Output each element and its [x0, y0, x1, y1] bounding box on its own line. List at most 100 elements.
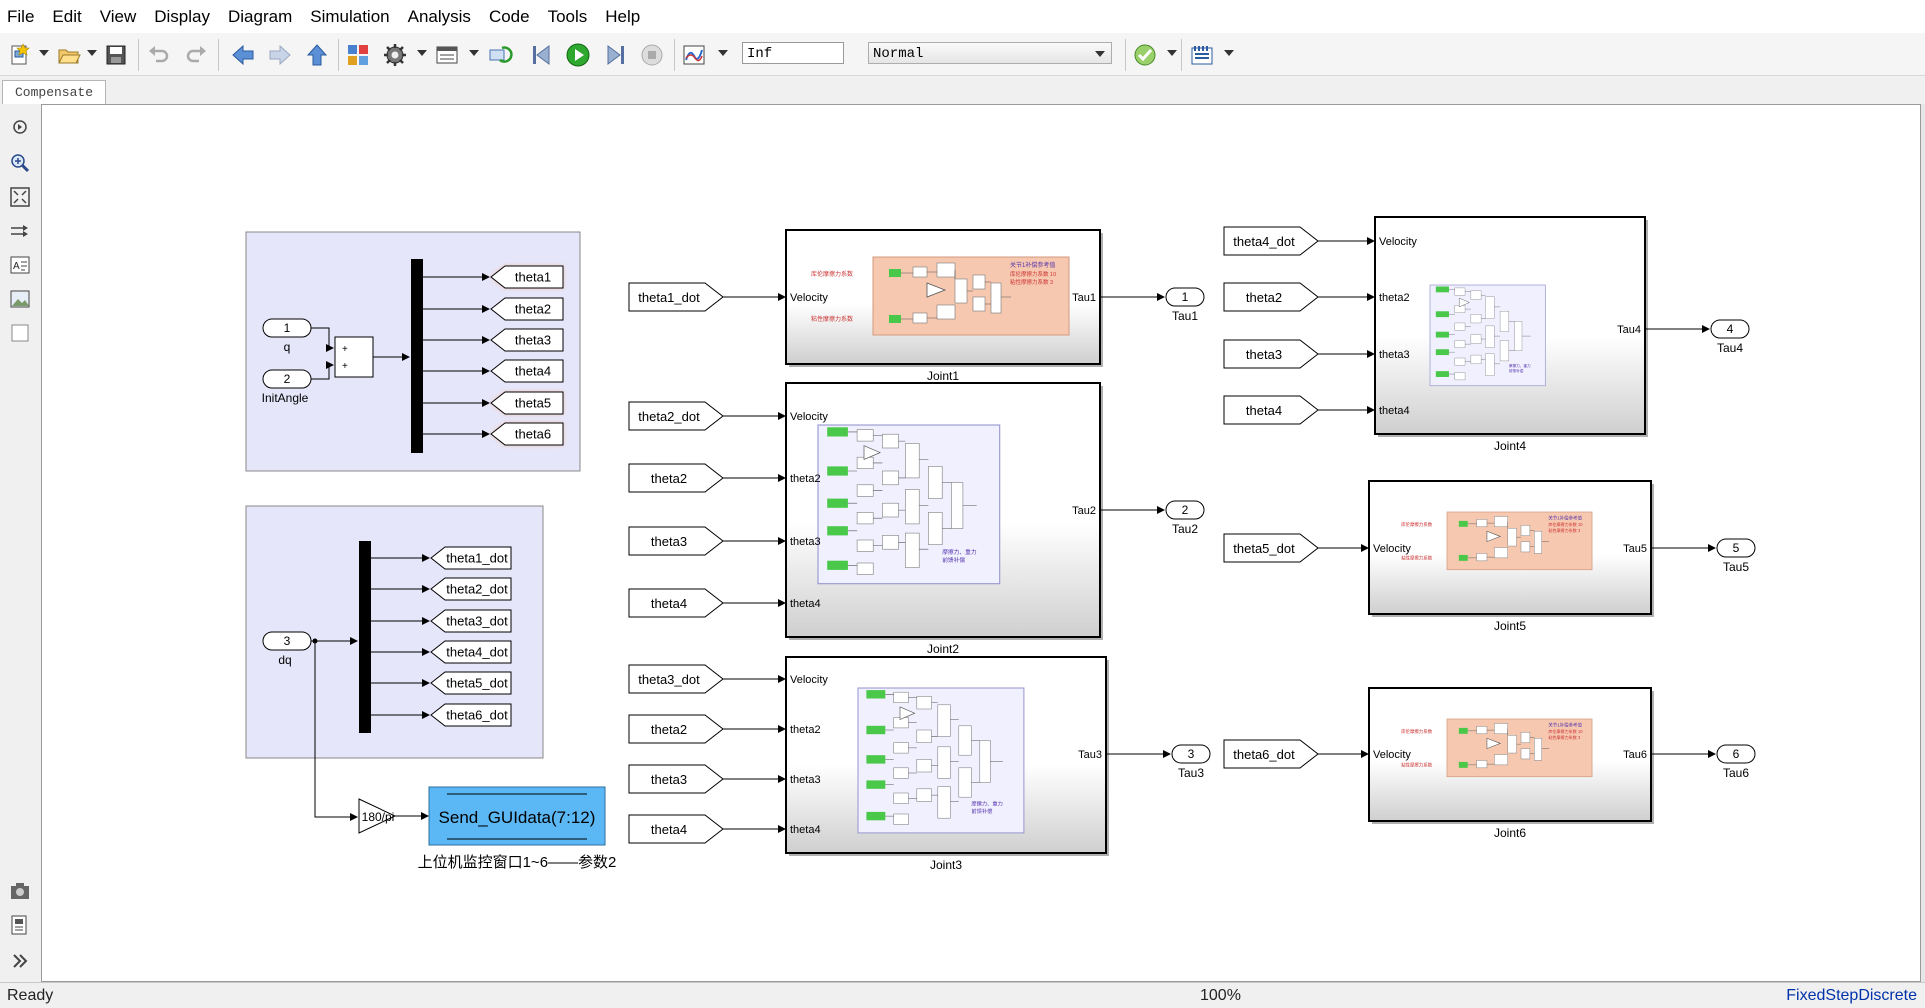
from-theta4-joint4[interactable]: [1223, 395, 1319, 425]
goto-theta3-label: theta3: [515, 333, 551, 348]
from-theta2-joint2[interactable]: [628, 463, 724, 493]
vertical-scrollbar[interactable]: [1921, 104, 1925, 982]
back-icon[interactable]: [229, 41, 257, 69]
open-dropdown[interactable]: [87, 50, 97, 56]
run-icon[interactable]: [564, 41, 592, 69]
tab-compensate[interactable]: Compensate: [2, 80, 106, 104]
step-back-icon[interactable]: [528, 41, 556, 69]
open-icon[interactable]: [55, 41, 83, 69]
menu-display[interactable]: Display: [154, 7, 210, 26]
goto-theta5_dot[interactable]: [430, 671, 512, 695]
zoom-level[interactable]: 100%: [1200, 987, 1241, 1004]
advisor-dropdown[interactable]: [1167, 50, 1177, 56]
goto-theta2_dot[interactable]: [430, 577, 512, 601]
forward-icon[interactable]: [266, 41, 294, 69]
undo-icon[interactable]: [145, 41, 173, 69]
config-dropdown[interactable]: [417, 50, 427, 56]
refresh-icon[interactable]: [486, 41, 514, 69]
from-theta1_dot-joint1[interactable]: [628, 282, 724, 312]
menu-diagram[interactable]: Diagram: [228, 7, 293, 26]
save-icon[interactable]: [102, 41, 130, 69]
from-theta6_dot-joint6[interactable]: [1223, 739, 1319, 769]
goto-theta1[interactable]: [490, 265, 564, 289]
hide-explorer-icon[interactable]: [9, 116, 31, 138]
goto-theta3_dot[interactable]: [430, 609, 512, 633]
menu-view[interactable]: View: [99, 7, 137, 26]
from-theta3-joint2[interactable]: [628, 526, 724, 556]
from-theta2-joint3[interactable]: [628, 714, 724, 744]
gain-block[interactable]: [358, 798, 397, 834]
up-icon[interactable]: [303, 41, 331, 69]
from-theta2-joint4[interactable]: [1223, 282, 1319, 312]
new-model-icon[interactable]: [6, 41, 34, 69]
menu-tools[interactable]: Tools: [547, 7, 588, 26]
image-icon[interactable]: [9, 288, 31, 310]
demux-bar-1[interactable]: [411, 259, 423, 453]
stop-icon[interactable]: [638, 41, 666, 69]
sum-block[interactable]: [334, 336, 374, 378]
from-theta2_dot-joint2[interactable]: [628, 401, 724, 431]
arrange-icon[interactable]: [9, 220, 31, 242]
fit-to-view-icon[interactable]: [9, 186, 31, 208]
goto-theta5_dot-label: theta5_dot: [446, 676, 508, 691]
build-dropdown[interactable]: [1224, 50, 1234, 56]
redo-icon[interactable]: [182, 41, 210, 69]
menu-file[interactable]: File: [7, 7, 35, 26]
model-explorer-icon[interactable]: [433, 41, 461, 69]
outport-Tau5[interactable]: [1716, 538, 1756, 558]
goto-theta6[interactable]: [490, 422, 564, 446]
send-guidata-block[interactable]: [428, 786, 606, 846]
report-icon[interactable]: [9, 914, 31, 936]
menu-code[interactable]: Code: [488, 7, 530, 26]
from-theta4_dot-joint4[interactable]: [1223, 226, 1319, 256]
from-theta3-joint3[interactable]: [628, 764, 724, 794]
menu-analysis[interactable]: Analysis: [407, 7, 471, 26]
from-theta4-joint3[interactable]: [628, 814, 724, 844]
menu-edit[interactable]: Edit: [52, 7, 82, 26]
explorer-dropdown[interactable]: [469, 50, 479, 56]
goto-theta3[interactable]: [490, 328, 564, 352]
goto-theta4[interactable]: [490, 359, 564, 383]
data-inspector-icon[interactable]: [680, 41, 708, 69]
build-icon[interactable]: [1188, 41, 1216, 69]
outport-Tau6[interactable]: [1716, 744, 1756, 764]
simulation-mode-select[interactable]: Normal: [868, 42, 1112, 64]
goto-theta5[interactable]: [490, 391, 564, 415]
model-canvas[interactable]: 关节1补偿参考值 库伦摩擦力系数 10 粘性摩擦力系数 3 库伦摩擦力系数 粘性…: [41, 104, 1921, 982]
library-browser-icon[interactable]: [344, 41, 372, 69]
menu-simulation[interactable]: Simulation: [310, 7, 390, 26]
area-icon[interactable]: [9, 322, 31, 344]
outport-Tau4[interactable]: [1710, 319, 1750, 339]
from-theta3-joint4[interactable]: [1223, 339, 1319, 369]
demux-bar-2[interactable]: [359, 541, 371, 733]
from-theta4-joint2[interactable]: [628, 588, 724, 618]
new-dropdown[interactable]: [39, 50, 49, 56]
inspector-dropdown[interactable]: [718, 50, 728, 56]
from-theta3_dot-joint3[interactable]: [628, 664, 724, 694]
model-config-icon[interactable]: [381, 41, 409, 69]
outport-Tau2[interactable]: [1165, 500, 1205, 520]
solver-name[interactable]: FixedStepDiscrete: [1786, 987, 1917, 1004]
goto-theta4_dot[interactable]: [430, 640, 512, 664]
menu-help[interactable]: Help: [605, 7, 641, 26]
model-advisor-icon[interactable]: [1131, 41, 1159, 69]
goto-theta1_dot[interactable]: [430, 546, 512, 570]
inport-q-number: 1: [284, 321, 291, 335]
annotation-icon[interactable]: A: [9, 254, 31, 276]
zoom-icon[interactable]: [9, 152, 31, 174]
expand-palette-icon[interactable]: [9, 950, 31, 972]
step-forward-icon[interactable]: [601, 41, 629, 69]
screenshot-icon[interactable]: [9, 880, 31, 902]
outport-Tau3[interactable]: [1171, 744, 1211, 764]
stop-time-input[interactable]: Inf: [742, 42, 844, 64]
outport-Tau1[interactable]: [1165, 287, 1205, 307]
goto-theta2[interactable]: [490, 297, 564, 321]
from-theta5_dot-joint5[interactable]: [1223, 533, 1319, 563]
goto-theta6_dot[interactable]: [430, 703, 512, 727]
